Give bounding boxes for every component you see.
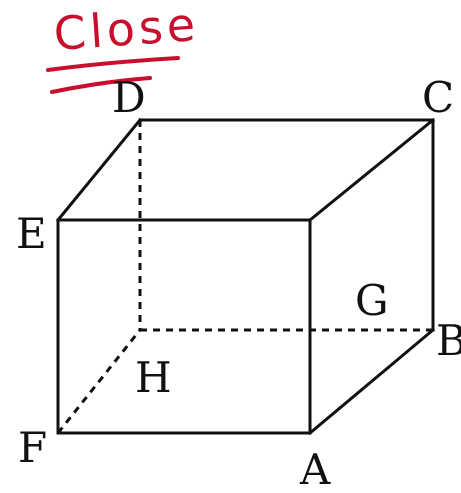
vertex-label-g: G [355, 276, 389, 325]
annotation-underline-top [46, 56, 180, 72]
edge-top-left [55, 117, 143, 223]
vertex-label-d: D [112, 73, 146, 122]
vertex-label-e: E [16, 209, 47, 258]
annotation-underline-bottom [50, 76, 152, 94]
vertex-label-h: H [135, 353, 172, 402]
vertex-label-b: B [436, 316, 461, 365]
handwritten-close-annotation: Close [52, 0, 201, 61]
edge-top-right [307, 117, 436, 223]
vertex-label-c: C [422, 73, 454, 122]
vertex-label-f: F [18, 423, 47, 472]
vertex-label-a: A [299, 445, 331, 493]
edge-bottom-right [307, 327, 436, 436]
hidden-edge-bottom-left [56, 329, 142, 434]
